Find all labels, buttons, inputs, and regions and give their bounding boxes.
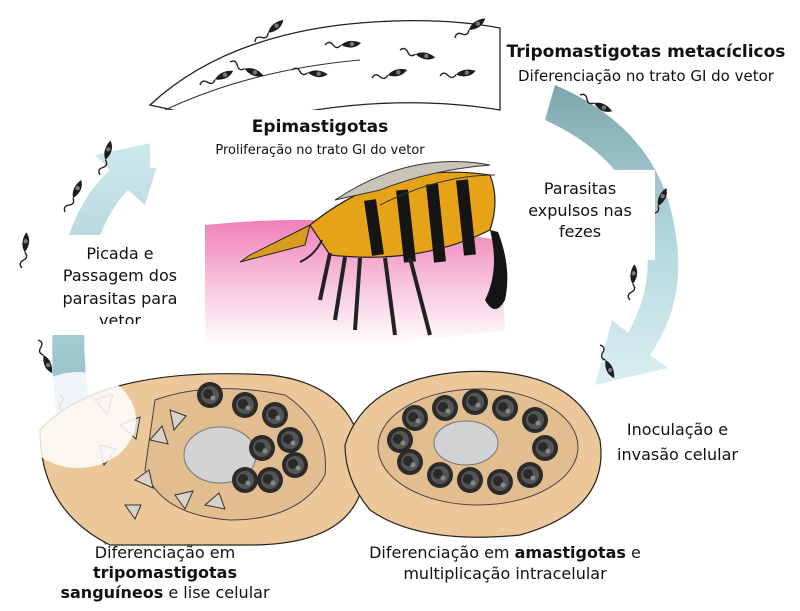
blood-line-1: Diferenciação em: [40, 543, 290, 563]
expelled-line-2: expulsos nas: [505, 200, 655, 222]
bite-label: Picada e Passagem dos parasitas para vet…: [35, 243, 205, 324]
expelled-line-3: fezes: [505, 221, 655, 243]
bite-line-4: vetor: [35, 310, 205, 324]
host-cell-right: [345, 371, 601, 537]
blood-line-3-rest: e lise celular: [168, 583, 269, 602]
cell-lysis-patch: [20, 372, 136, 468]
blood-trypo-label: Diferenciação em tripomastigotas sanguín…: [40, 543, 290, 603]
expelled-line-1: Parasitas: [505, 178, 655, 200]
inoculation-line-2: invasão celular: [605, 443, 750, 468]
bite-line-3: parasitas para: [35, 288, 205, 310]
amasti-line-2: multiplicação intracelular: [345, 564, 665, 585]
metacyclic-subtitle: Diferenciação no trato GI do vetor: [492, 67, 800, 86]
inoculation-line-1: Inoculação e: [605, 418, 750, 443]
metacyclic-title: Tripomastigotas metacíclicos: [492, 42, 800, 63]
blood-line-2: tripomastigotas: [40, 563, 290, 583]
epimastigote-title: Epimastigotas: [170, 117, 470, 138]
expelled-label: Parasitas expulsos nas fezes: [505, 178, 655, 243]
amastigote-label: Diferenciação em amastigotas e multiplic…: [345, 543, 665, 585]
bite-line-2: Passagem dos: [35, 265, 205, 287]
blood-line-3-bold: sanguíneos: [60, 583, 163, 602]
amasti-line-1b: amastigotas: [515, 543, 626, 562]
inoculation-label: Inoculação e invasão celular: [605, 418, 750, 468]
bite-line-1: Picada e: [35, 243, 205, 265]
epimastigote-subtitle: Proliferação no trato GI do vetor: [160, 143, 480, 159]
amasti-line-1c: e: [631, 543, 641, 562]
amasti-line-1a: Diferenciação em: [369, 543, 509, 562]
